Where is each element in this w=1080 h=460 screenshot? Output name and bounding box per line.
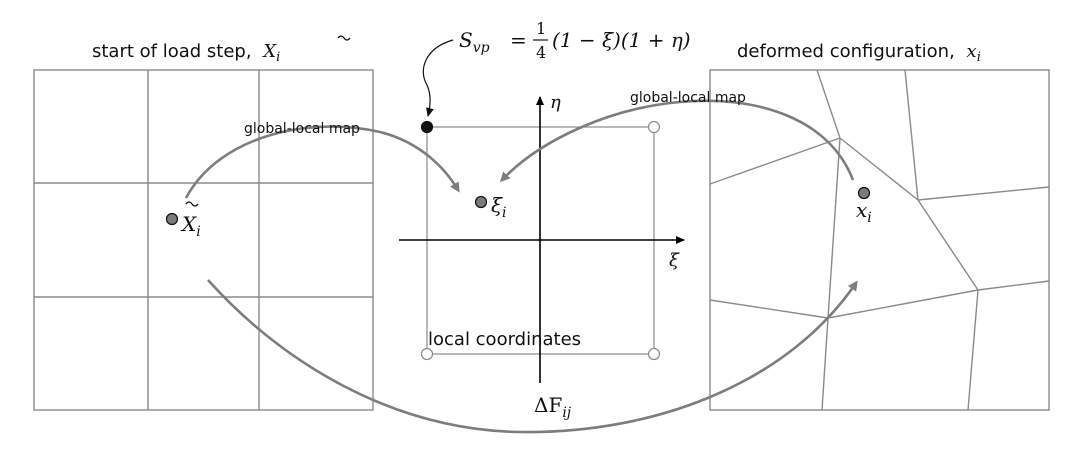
reference-point: [165, 212, 179, 226]
reference-point-label: Xi: [180, 212, 201, 240]
eta-axis-label: η: [550, 92, 561, 113]
shape-function-numerator: 1: [536, 19, 546, 38]
deformed-mesh-line: [816, 69, 841, 139]
deformed-mesh-line: [917, 186, 1050, 201]
deformed-mesh-line: [709, 299, 829, 319]
deformed-mesh-line: [917, 199, 979, 291]
reference-mesh-border: [33, 69, 374, 411]
deformed-point-label: xi: [856, 198, 872, 226]
right-panel-title: deformed configuration, xi: [737, 41, 981, 65]
deformed-mesh-border: [709, 69, 1050, 411]
deformed-point: [857, 186, 871, 200]
local-coordinates-caption: local coordinates: [428, 329, 581, 350]
equation-pointer-arrow: [422, 39, 454, 117]
deformed-mesh-line: [827, 137, 841, 319]
global-deformation-arrow: [207, 279, 858, 434]
right-global-local-map-label: global-local map: [630, 90, 746, 106]
shape-function-equation: Svp = 1 4 (1 − ξ)(1 + η): [459, 19, 691, 62]
deformed-mesh-line: [967, 289, 979, 411]
shape-function-rhs: (1 − ξ)(1 + η): [552, 28, 691, 52]
deformed-mesh: [709, 69, 1050, 411]
left-global-local-map-label: global-local map: [244, 121, 360, 137]
tilde-accent: [185, 201, 199, 207]
shape-function-equals: =: [510, 28, 527, 52]
deformed-mesh-line: [821, 317, 829, 411]
right-global-local-map-arrow: [499, 99, 855, 183]
deformed-mesh-line: [709, 137, 841, 185]
deformed-mesh-line: [904, 69, 919, 201]
local-element: [399, 96, 685, 383]
element-node: [647, 347, 661, 361]
shape-function-lhs: Svp: [459, 28, 490, 56]
active-node: [420, 120, 434, 134]
left-global-local-map-arrow: [184, 125, 460, 199]
element-node: [647, 120, 661, 134]
delta-f-label: ΔFij: [534, 393, 572, 421]
local-point-label: ξi: [491, 193, 507, 221]
deformed-mesh-line: [839, 137, 919, 201]
left-panel-title: start of load step, Xi: [92, 41, 280, 65]
xi-axis-label: ξ: [669, 250, 680, 271]
reference-mesh: [33, 69, 374, 411]
deformed-mesh-line: [977, 280, 1050, 291]
local-point: [474, 195, 488, 209]
tilde-accent: [337, 35, 351, 41]
shape-function-denominator: 4: [536, 43, 546, 62]
deformed-mesh-line: [827, 289, 979, 319]
element-node: [420, 347, 434, 361]
